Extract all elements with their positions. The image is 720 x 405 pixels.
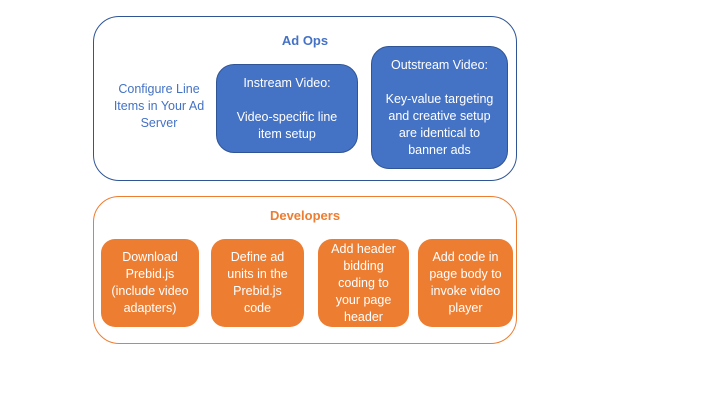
- add-page-body-code-box: Add code in page body to invoke video pl…: [418, 239, 513, 327]
- outstream-video-box: Outstream Video: Key-value targeting and…: [371, 46, 508, 169]
- developers-title: Developers: [269, 208, 341, 223]
- ad-ops-side-note: Configure Line Items in Your Ad Server: [113, 82, 205, 130]
- ad-ops-section: Ad Ops Configure Line Items in Your Ad S…: [93, 16, 517, 181]
- ad-ops-title: Ad Ops: [281, 33, 329, 48]
- instream-video-box: Instream Video: Video-specific line item…: [216, 64, 358, 153]
- add-header-bidding-box: Add header bidding coding to your page h…: [318, 239, 409, 327]
- developers-section: Developers Download Prebid.js (include v…: [93, 196, 517, 344]
- define-ad-units-box: Define ad units in the Prebid.js code: [211, 239, 304, 327]
- download-prebid-box: Download Prebid.js (include video adapte…: [101, 239, 199, 327]
